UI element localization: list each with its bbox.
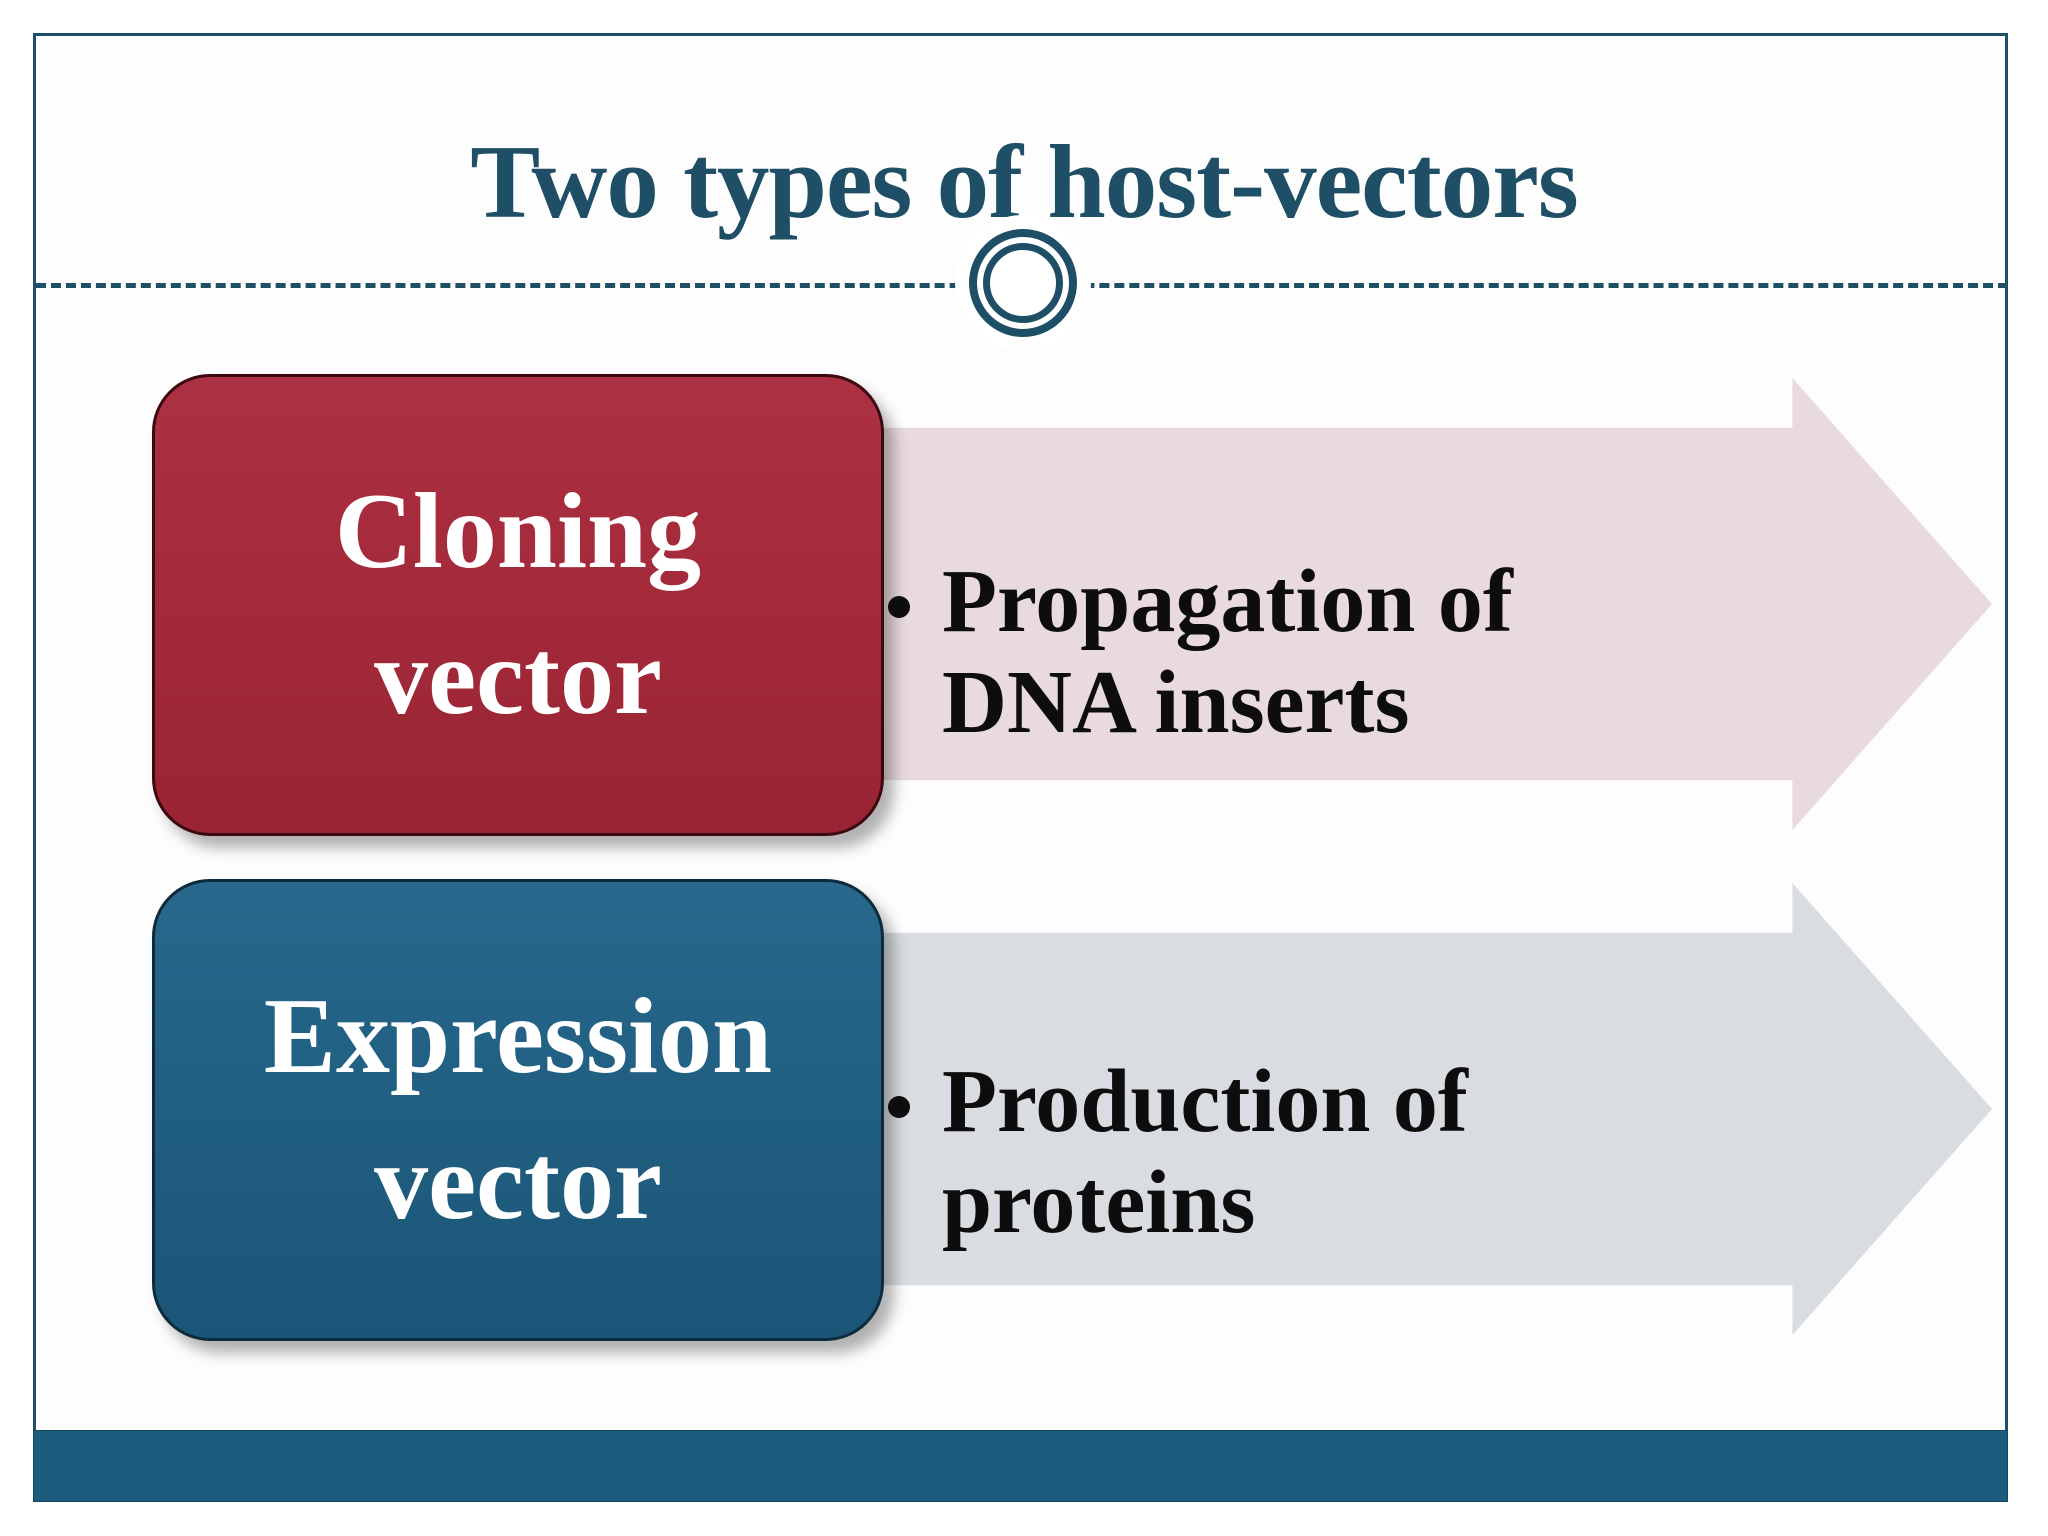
cloning-bullet-text: Propagation of DNA inserts: [942, 552, 1513, 752]
expression-bullet-text: Production of proteins: [942, 1052, 1468, 1252]
bullet-icon: [888, 596, 910, 618]
double-ring-circle-icon: [969, 229, 1077, 337]
page-title: Two types of host-vectors: [470, 123, 1578, 241]
cloning-box-label-line1: Cloning: [334, 472, 702, 592]
inner-ring-icon: [983, 243, 1063, 323]
expression-box-label-line1: Expression: [263, 977, 773, 1097]
cloning-vector-box: Cloning vector: [152, 374, 884, 836]
expression-vector-box: Expression vector: [152, 879, 884, 1341]
expression-box-label-line2: vector: [374, 1123, 662, 1242]
bullet-icon: [888, 1096, 910, 1118]
footer-bar: [33, 1430, 2008, 1502]
cloning-box-label-line2: vector: [374, 618, 662, 737]
